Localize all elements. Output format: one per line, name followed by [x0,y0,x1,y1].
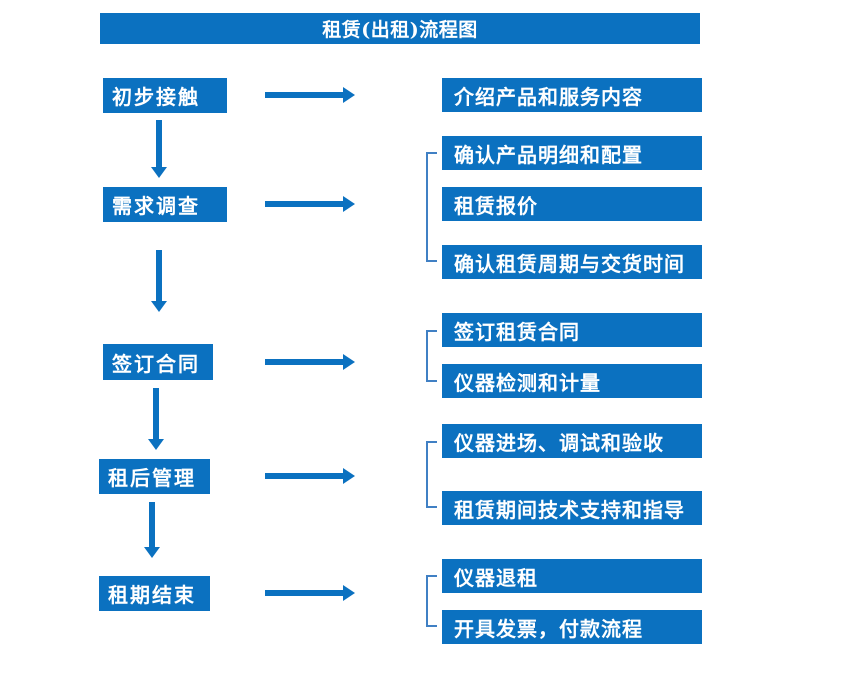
stage-label: 签订合同 [112,351,200,376]
down-arrow-icon [148,388,164,450]
stage-box-rental-end: 租期结束 [99,576,210,611]
group-bracket-rental-end [426,575,437,627]
right-arrow-icon [265,196,355,212]
flowchart-title: 租赁(出租)流程图 [322,19,478,41]
output-label: 仪器进场、调试和验收 [454,430,664,455]
stage-label: 初步接触 [112,85,200,109]
output-label: 租赁期间技术支持和指导 [454,497,685,522]
group-bracket-post-rental-management [426,441,437,508]
right-arrow-icon [265,468,355,484]
output-box-confirm-rental-period: 确认租赁周期与交货时间 [442,245,702,279]
stage-box-sign-contract: 签订合同 [103,344,213,380]
output-label: 介绍产品和服务内容 [454,84,643,109]
output-label: 签订租赁合同 [454,319,580,344]
output-box-invoice-payment: 开具发票，付款流程 [442,610,702,644]
group-bracket-requirements-survey [426,152,437,262]
down-arrow-icon [144,502,160,558]
stage-label: 租后管理 [108,466,196,490]
output-label: 仪器检测和计量 [454,370,601,395]
output-box-confirm-product-details: 确认产品明细和配置 [442,136,702,170]
output-box-instrument-testing: 仪器检测和计量 [442,364,702,398]
stage-box-requirements-survey: 需求调查 [103,187,227,222]
down-arrow-icon [151,120,167,178]
output-box-technical-support: 租赁期间技术支持和指导 [442,491,702,525]
right-arrow-icon [265,354,355,370]
output-box-sign-rental-contract: 签订租赁合同 [442,313,702,347]
output-label: 仪器退租 [454,565,538,590]
down-arrow-icon [151,250,167,312]
output-box-instrument-entry-debug: 仪器进场、调试和验收 [442,424,702,458]
output-label: 确认产品明细和配置 [454,142,643,167]
right-arrow-icon [265,87,355,103]
group-bracket-sign-contract [426,330,437,382]
stage-label: 租期结束 [108,583,196,607]
stage-label: 需求调查 [112,194,200,218]
stage-box-initial-contact: 初步接触 [103,78,227,113]
output-label: 开具发票，付款流程 [454,616,643,641]
output-label: 确认租赁周期与交货时间 [454,251,685,276]
stage-box-post-rental-management: 租后管理 [99,459,210,494]
output-box-rental-quotation: 租赁报价 [442,187,702,221]
output-box-instrument-return: 仪器退租 [442,559,702,593]
output-label: 租赁报价 [454,193,538,218]
flowchart-title-bar: 租赁(出租)流程图 [100,13,700,44]
output-box-introduce-products: 介绍产品和服务内容 [442,78,702,112]
right-arrow-icon [265,585,355,601]
